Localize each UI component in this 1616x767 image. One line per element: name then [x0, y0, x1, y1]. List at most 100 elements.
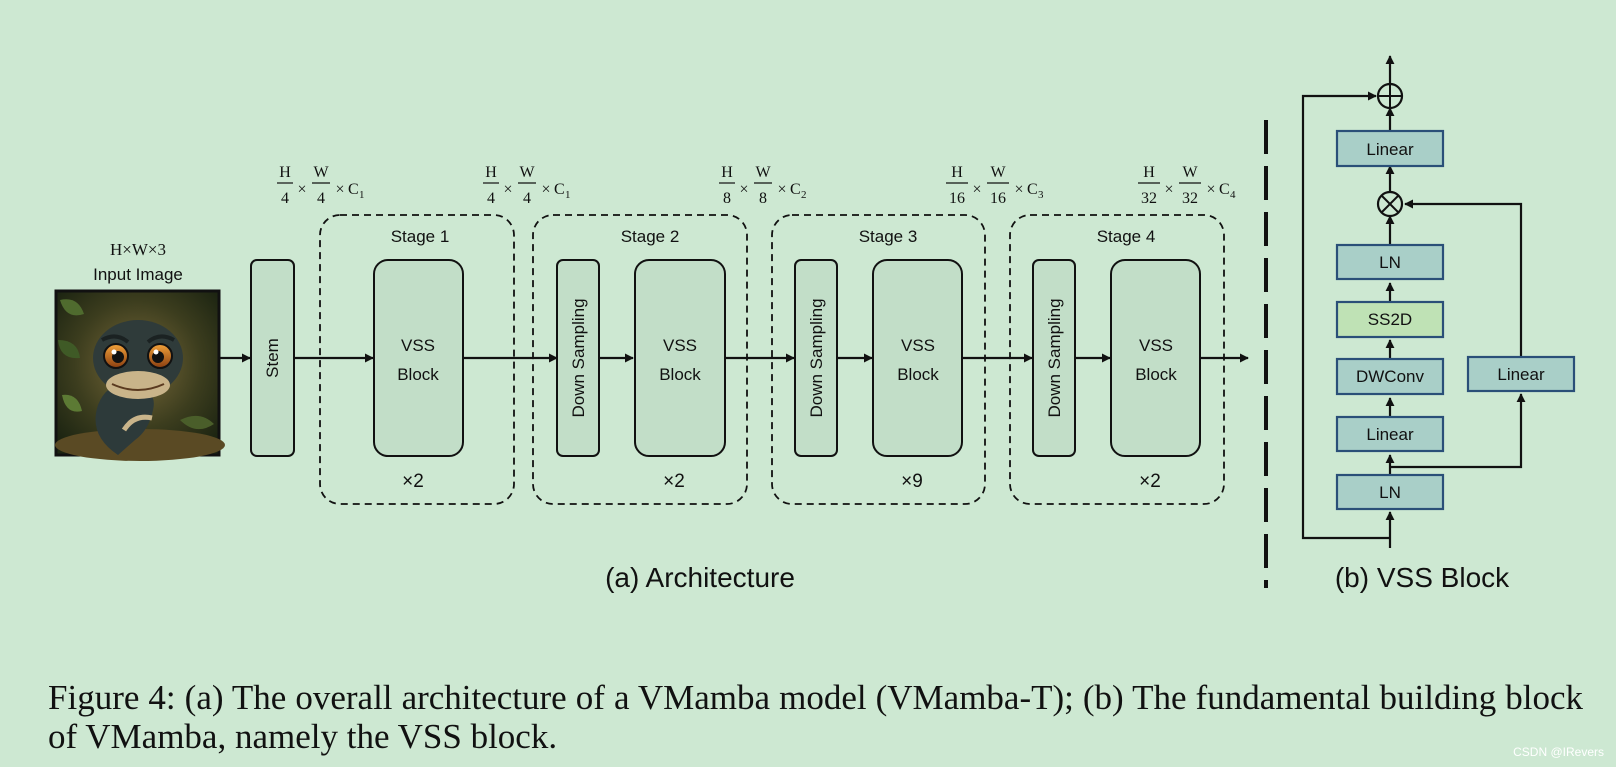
shape-label-3: H 8 × W 8 × C 2	[719, 164, 807, 207]
svg-text:C: C	[1027, 181, 1038, 198]
vss-ln-lower-label: LN	[1379, 483, 1401, 502]
vss-linear-top-label: Linear	[1366, 140, 1414, 159]
svg-text:4: 4	[281, 190, 289, 207]
svg-text:4: 4	[523, 190, 531, 207]
stage-2-vss-line1: VSS	[663, 336, 697, 355]
vss-dwconv-box	[1335, 357, 1445, 396]
svg-text:W: W	[313, 164, 329, 181]
stage-2: Stage 2 Down Sampling VSS Block ×2	[532, 214, 748, 505]
svg-text:4: 4	[487, 190, 495, 207]
shape-label-4: H 16 × W 16 × C 3	[946, 164, 1044, 207]
vss-linear-mid-box	[1335, 415, 1445, 453]
svg-text:16: 16	[990, 190, 1006, 207]
stage-3-vss-line2: Block	[897, 365, 939, 384]
vss-dwconv-label: DWConv	[1356, 367, 1425, 386]
stage-3-vss-block	[872, 259, 963, 457]
stage-4-vss-block	[1110, 259, 1201, 457]
stage-2-downsampling-label: Down Sampling	[569, 298, 588, 417]
svg-text:2: 2	[801, 189, 807, 201]
stage-3-repeat: ×9	[901, 471, 923, 492]
svg-text:×: ×	[739, 181, 748, 198]
vss-ln-upper-label: LN	[1379, 253, 1401, 272]
vss-ss2d-box	[1335, 300, 1445, 339]
stage-1-title: Stage 1	[391, 227, 450, 246]
vss-ln-upper-box	[1335, 243, 1445, 281]
svg-text:H: H	[951, 164, 963, 181]
shape-label-2: H 4 × W 4 × C 1	[483, 164, 571, 207]
svg-text:H: H	[279, 164, 291, 181]
stage-1-vss-line2: Block	[397, 365, 439, 384]
stage-4-title: Stage 4	[1097, 227, 1156, 246]
stage-2-vss-block	[634, 259, 726, 457]
svg-text:H: H	[485, 164, 497, 181]
vss-block-detail: Linear LN SS2D DWConv Linear LN Linear	[1301, 55, 1576, 548]
stem-label: Stem	[263, 338, 282, 378]
stage-4: Stage 4 Down Sampling VSS Block ×2	[1009, 214, 1225, 505]
svg-text:8: 8	[723, 190, 731, 207]
shape-label-5: H 32 × W 32 × C 4	[1138, 164, 1236, 207]
svg-text:W: W	[755, 164, 771, 181]
svg-text:C: C	[348, 181, 359, 198]
stage-4-vss-line1: VSS	[1139, 336, 1173, 355]
svg-text:16: 16	[949, 190, 965, 207]
figure-caption: Figure 4: (a) The overall architecture o…	[48, 678, 1583, 756]
vss-ln-lower-box	[1335, 473, 1445, 511]
svg-text:×: ×	[297, 181, 306, 198]
svg-text:×: ×	[541, 181, 550, 198]
vss-linear-top-box	[1335, 129, 1445, 168]
input-dims-label: H×W×3	[110, 240, 166, 259]
svg-text:W: W	[990, 164, 1006, 181]
stage-4-downsampling-label: Down Sampling	[1045, 298, 1064, 417]
svg-text:C: C	[1219, 181, 1230, 198]
vss-linear-side-box	[1466, 355, 1576, 393]
stage-3-title: Stage 3	[859, 227, 918, 246]
svg-text:3: 3	[1038, 189, 1044, 201]
architecture-caption: (a) Architecture	[605, 562, 795, 593]
stage-3-vss-line1: VSS	[901, 336, 935, 355]
stage-1-repeat: ×2	[402, 471, 424, 492]
svg-text:H: H	[721, 164, 733, 181]
vss-linear-mid-label: Linear	[1366, 425, 1414, 444]
snake-image	[54, 289, 225, 461]
watermark: CSDN @IRevers	[1513, 745, 1604, 759]
vss-linear-side-label: Linear	[1497, 365, 1545, 384]
svg-text:C: C	[554, 181, 565, 198]
stage-3-downsampling	[794, 259, 838, 457]
stage-2-title: Stage 2	[621, 227, 680, 246]
circle-plus-icon	[1376, 82, 1404, 110]
svg-text:8: 8	[759, 190, 767, 207]
stage-2-downsampling	[556, 259, 600, 457]
svg-text:×: ×	[1206, 181, 1215, 198]
stage-3-downsampling-label: Down Sampling	[807, 298, 826, 417]
svg-text:32: 32	[1182, 190, 1198, 207]
stage-4-downsampling	[1032, 259, 1076, 457]
stage-3: Stage 3 Down Sampling VSS Block ×9	[771, 214, 986, 505]
stage-1-vss-line1: VSS	[401, 336, 435, 355]
shape-label-1: H 4 × W 4 × C 1	[277, 164, 365, 207]
svg-text:×: ×	[1164, 181, 1173, 198]
svg-text:1: 1	[565, 189, 571, 201]
svg-text:W: W	[1182, 164, 1198, 181]
svg-text:×: ×	[777, 181, 786, 198]
stage-1-vss-block	[373, 259, 464, 457]
circle-times-icon	[1376, 190, 1404, 218]
svg-text:W: W	[519, 164, 535, 181]
stage-1: Stage 1 VSS Block ×2	[319, 214, 515, 505]
svg-text:32: 32	[1141, 190, 1157, 207]
input-image-label: Input Image	[93, 265, 183, 284]
svg-text:1: 1	[359, 189, 365, 201]
svg-text:4: 4	[1230, 189, 1236, 201]
vss-ss2d-label: SS2D	[1368, 310, 1412, 329]
vss-block-caption: (b) VSS Block	[1335, 562, 1510, 593]
svg-text:4: 4	[317, 190, 325, 207]
svg-text:H: H	[1143, 164, 1155, 181]
stem-box	[250, 259, 295, 457]
stage-4-repeat: ×2	[1139, 471, 1161, 492]
svg-text:×: ×	[972, 181, 981, 198]
stage-2-repeat: ×2	[663, 471, 685, 492]
svg-text:×: ×	[1014, 181, 1023, 198]
stage-2-vss-line2: Block	[659, 365, 701, 384]
svg-text:×: ×	[503, 181, 512, 198]
svg-text:C: C	[790, 181, 801, 198]
